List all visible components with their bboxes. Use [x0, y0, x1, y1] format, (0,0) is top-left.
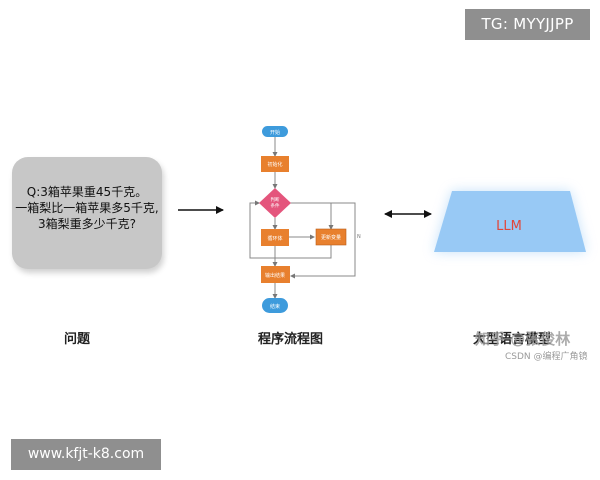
flowchart-connectors	[249, 137, 356, 299]
question-line-2: 一箱梨比一箱苹果多5千克,	[15, 201, 159, 215]
flow-process-a-label: 循环体	[267, 235, 282, 242]
question-card	[12, 157, 162, 269]
question-text: Q:3箱苹果重45千克。 一箱梨比一箱苹果多5千克, 3箱梨重多少千克?	[12, 184, 162, 232]
flow-end-label: 结束	[270, 303, 280, 310]
flow-init-label: 初始化	[267, 161, 282, 168]
flow-init-node	[261, 156, 289, 172]
flow-end-node	[262, 298, 288, 313]
question-line-3: 3箱梨重多少千克?	[37, 217, 136, 231]
site-url-badge: www.kfjt-k8.com	[11, 439, 161, 470]
flow-process-b-label: 更新变量	[321, 234, 341, 241]
llm-shape	[434, 191, 586, 252]
flow-decision-label-2: 条件	[271, 202, 280, 209]
watermark-sub: CSDN @编程广角镜	[505, 352, 588, 362]
flow-decision-label-1: 判断	[271, 196, 280, 203]
flow-start-node	[262, 126, 288, 137]
watermark-main: 知乎 @张俊林	[475, 330, 571, 348]
flow-process-a-node	[261, 229, 289, 246]
question-line-1: Q:3箱苹果重45千克。	[26, 185, 148, 199]
flow-decision-node	[259, 188, 291, 218]
caption-flowchart: 程序流程图	[258, 332, 324, 347]
edge-label-n: N	[357, 234, 361, 240]
tg-badge: TG: MYYJJPP	[465, 9, 590, 40]
flow-process-b-node	[315, 228, 347, 246]
caption-llm: 大型语言模型	[473, 332, 552, 347]
caption-question: 问题	[64, 332, 91, 347]
llm-label: LLM	[496, 219, 522, 234]
flow-start-label: 开始	[270, 129, 280, 136]
flow-output-node	[261, 266, 290, 283]
flow-output-label: 输出结果	[265, 272, 285, 279]
